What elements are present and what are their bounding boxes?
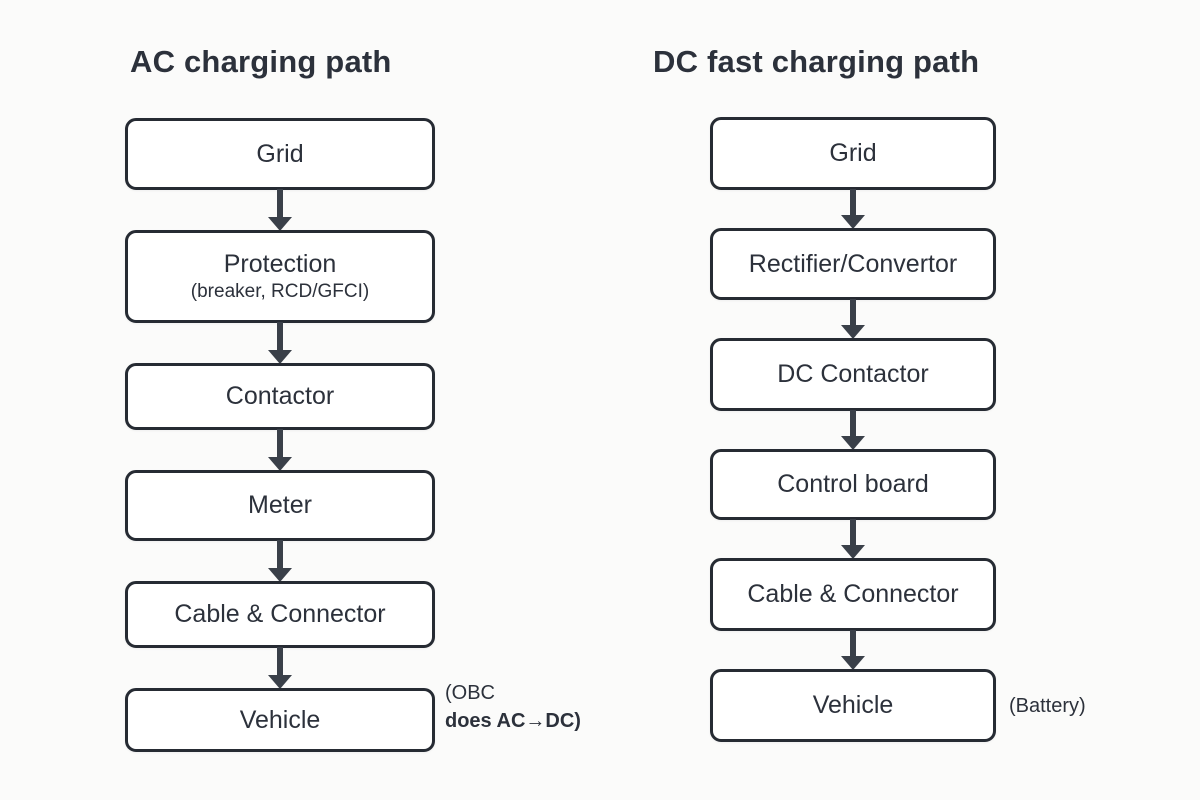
ac-path-title: AC charging path [130,44,392,79]
down-arrow-icon [710,630,996,670]
arrow-stem [850,410,856,436]
arrow-stem [850,519,856,545]
arrow-stem [277,322,283,350]
arrow-head [841,215,865,229]
arrow-stem [277,647,283,675]
down-arrow-icon [125,429,435,471]
flow-node-sublabel: (breaker, RCD/GFCI) [190,281,370,303]
flow-node-label: Grid [829,139,877,168]
arrow-head [268,675,292,689]
arrow-head [841,325,865,339]
dc-flow-node-grid: Grid [710,117,996,190]
flow-node-label: Grid [256,139,304,168]
down-arrow-icon [125,189,435,231]
annotation-line: (OBC [445,682,495,704]
down-arrow-icon [710,189,996,229]
flow-node-label: Cable & Connector [174,600,386,629]
arrow-head [841,545,865,559]
arrow-stem [850,299,856,325]
flow-node-label: DC Contactor [777,360,929,389]
flow-node-label: Protection [223,249,337,278]
down-arrow-icon [125,322,435,364]
dc-flow-node-rectifier-convertor: Rectifier/Convertor [710,228,996,300]
down-arrow-icon [710,299,996,339]
arrow-stem [277,189,283,217]
arrow-stem [277,540,283,568]
arrow-head [841,656,865,670]
ac-flow-node-vehicle: Vehicle (OBC does AC→DC) [125,682,581,752]
ac-flow-node-meter: Meter [125,470,435,541]
arrow-stem [277,429,283,457]
flow-node-label: Control board [777,470,929,499]
dc-flow-node-control-board: Control board [710,449,996,520]
flow-node-label: Rectifier/Convertor [748,249,958,278]
down-arrow-icon [125,540,435,582]
dc-vehicle-annotation: (Battery) [1009,694,1086,717]
ac-vehicle-annotation: (OBC does AC→DC) [445,679,581,735]
arrow-stem [850,630,856,656]
dc-path-column: Grid Rectifier/Convertor DC Contactor Co… [710,117,1086,742]
arrow-stem [850,189,856,215]
ac-flow-node-contactor: Contactor [125,363,435,430]
ac-flow-node-cable-connector: Cable & Connector [125,581,435,648]
arrow-head [268,568,292,582]
ac-path-column: Grid Protection (breaker, RCD/GFCI) Cont… [125,118,581,752]
ac-flow-node-grid: Grid [125,118,435,190]
arrow-head [841,436,865,450]
dc-flow-node-cable-connector: Cable & Connector [710,558,996,631]
annotation-line: does AC→DC) [445,710,581,732]
flow-node-label: Vehicle [812,691,894,720]
arrow-head [268,457,292,471]
down-arrow-icon [710,410,996,450]
dc-path-title: DC fast charging path [653,44,980,79]
flow-node-label: Cable & Connector [747,580,959,609]
flow-node-label: Contactor [225,382,335,411]
dc-flow-node-vehicle: Vehicle (Battery) [710,669,1086,742]
dc-flow-node-dc-contactor: DC Contactor [710,338,996,411]
flow-node-label: Vehicle [239,705,321,734]
down-arrow-icon [125,647,435,689]
arrow-head [268,217,292,231]
down-arrow-icon [710,519,996,559]
arrow-head [268,350,292,364]
flow-node-label: Meter [248,491,312,520]
ac-flow-node-protection: Protection (breaker, RCD/GFCI) [125,230,435,323]
